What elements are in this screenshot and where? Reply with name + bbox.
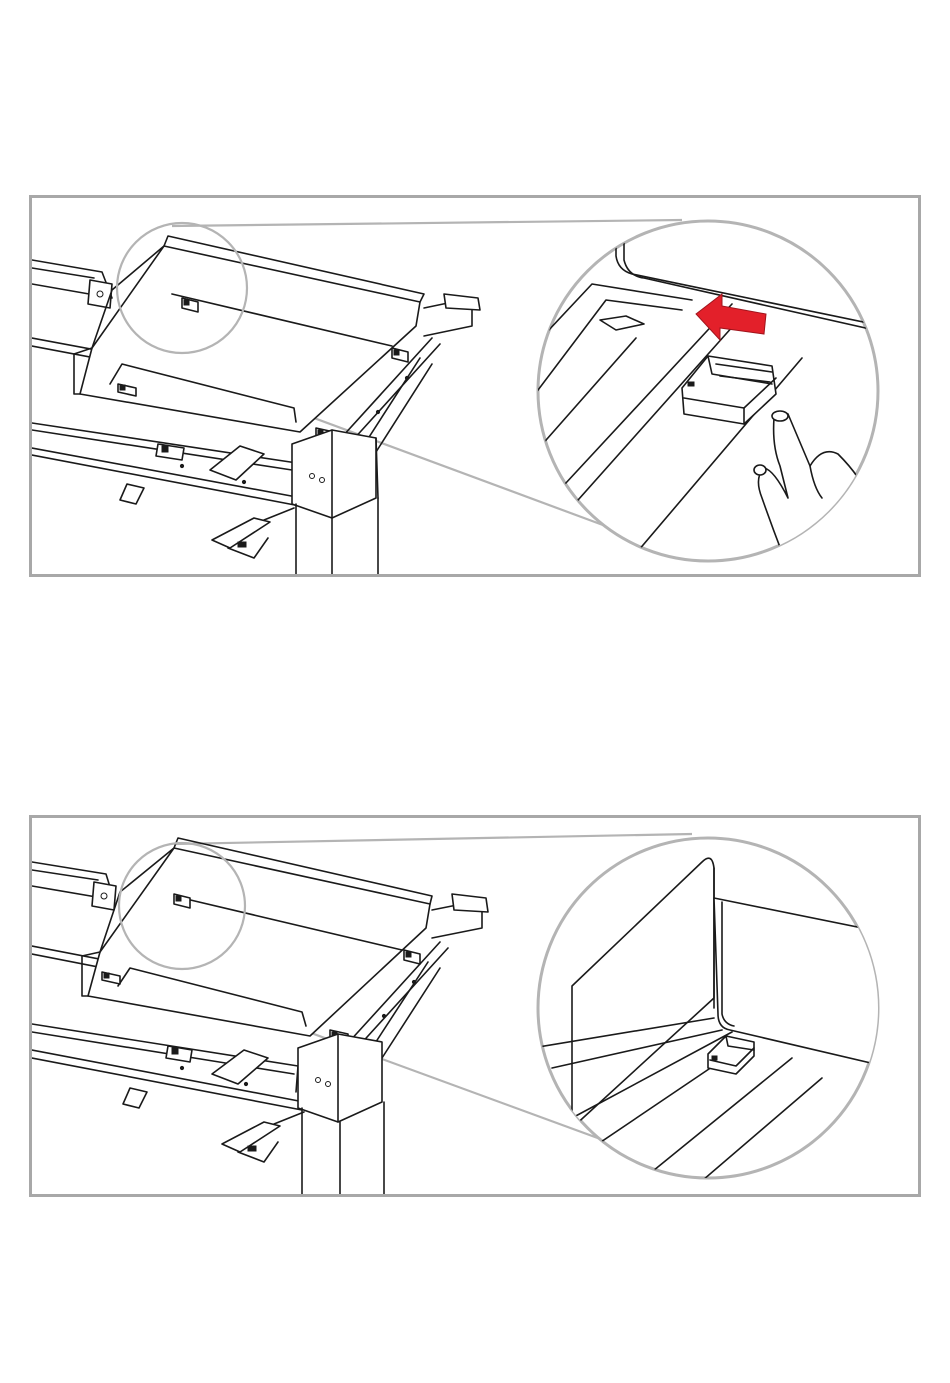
magnified-detail: [532, 221, 892, 574]
diagram-panel-before: [29, 195, 921, 577]
panel-1-illustration: [32, 198, 918, 574]
desk-frame-drawing: [32, 236, 480, 574]
magnified-detail: [532, 838, 892, 1194]
panel-2-illustration: [32, 818, 918, 1194]
desk-frame-drawing: [32, 838, 488, 1194]
diagram-panel-after: [29, 815, 921, 1197]
